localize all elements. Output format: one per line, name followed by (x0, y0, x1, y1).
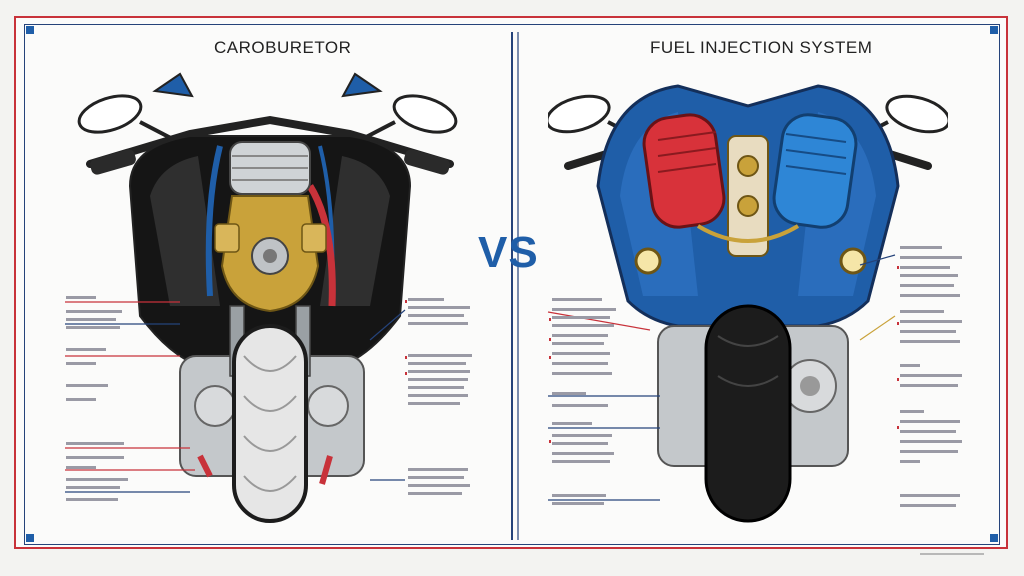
fuel-injection-title: FUEL INJECTION SYSTEM (650, 38, 873, 57)
right-label-strokes (552, 246, 962, 507)
right-callouts-gold (859, 315, 896, 341)
right-callouts (548, 254, 896, 501)
left-right-callouts (369, 309, 406, 481)
carburetor-motorcycle-icon (77, 72, 458, 523)
left-callouts (65, 301, 195, 471)
vs-label: VS (478, 228, 539, 277)
corner-mark-bottom-right (990, 534, 998, 542)
bullet-marks (405, 266, 899, 443)
right-callouts-red (547, 311, 651, 331)
center-divider-left (511, 32, 513, 540)
left-right-label-strokes (408, 298, 472, 495)
footer-strokes (920, 553, 984, 555)
corner-mark-bottom-left (26, 534, 34, 542)
inner-frame (24, 24, 1000, 545)
center-divider-right (517, 32, 519, 540)
fuel-injection-motorcycle-icon (548, 84, 948, 523)
carburetor-title: CAROBURETOR (214, 38, 352, 57)
left-callouts-blue (65, 323, 190, 493)
corner-mark-top-right (990, 26, 998, 34)
corner-mark-top-left (26, 26, 34, 34)
left-label-strokes (66, 296, 128, 501)
